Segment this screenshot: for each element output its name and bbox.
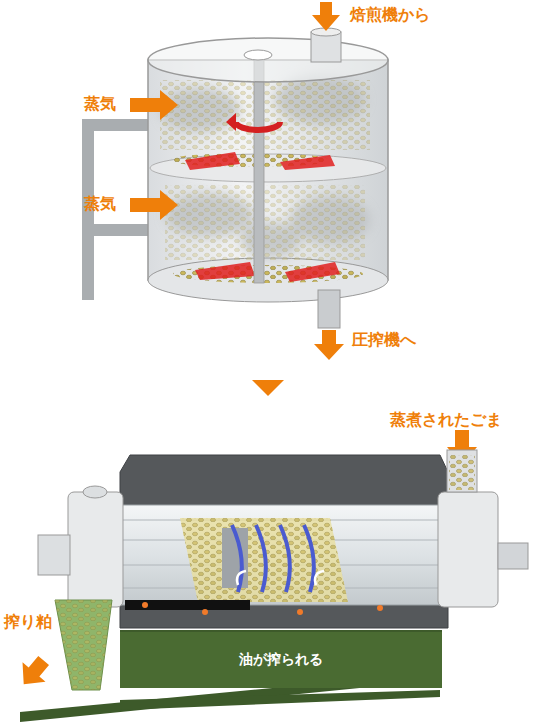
band-text: 油が搾られる: [239, 651, 323, 669]
callout-label: 蒸気: [84, 94, 116, 113]
oil-band: 油が搾られる: [120, 630, 442, 688]
callout-label: 蒸気: [84, 194, 116, 213]
callout-label: 蒸煮されたごま: [390, 410, 502, 429]
callout-label: 圧搾機へ: [352, 330, 416, 349]
callout-label: 搾り粕: [4, 612, 52, 631]
callout-label: 焙煎機から: [350, 5, 430, 24]
